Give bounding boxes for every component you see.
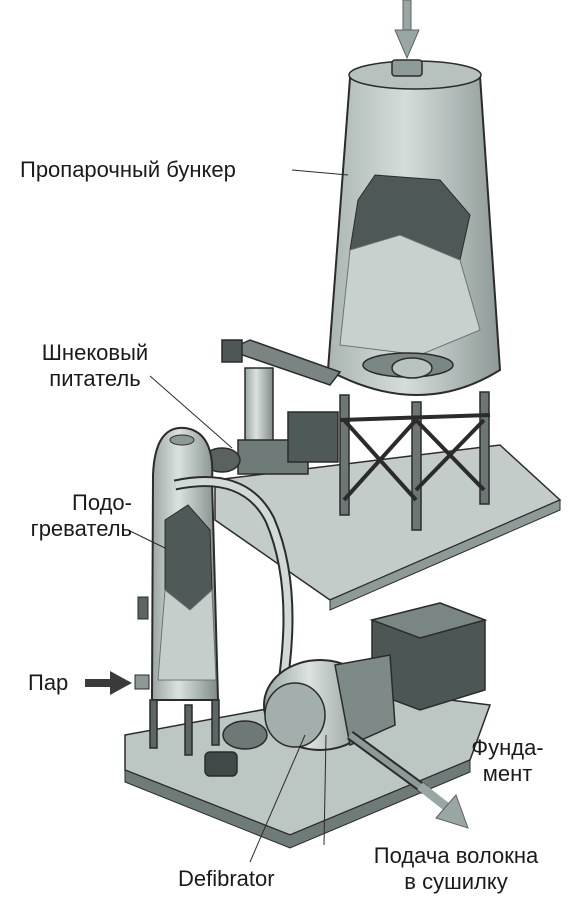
drive-motor xyxy=(369,602,488,711)
preheater-legs xyxy=(149,699,220,756)
bunker-support-frame xyxy=(339,391,491,531)
label-fiber-to-dryer-line2: в сушилку xyxy=(404,869,508,894)
label-fiber-to-dryer: Подача волокна в сушилку xyxy=(350,843,562,895)
label-foundation: Фунда- мент xyxy=(450,735,565,787)
preheater-valve xyxy=(137,596,149,620)
label-preheater-line1: Подо- xyxy=(72,490,132,515)
preheater-top-cap xyxy=(169,434,195,446)
label-screw-feeder-line2: питатель xyxy=(49,366,141,391)
bunker-inner-chips xyxy=(339,234,481,356)
label-steam-text: Пар xyxy=(28,670,69,695)
label-preheater-line2: греватель xyxy=(30,516,132,541)
feeder-column xyxy=(244,367,274,449)
steam-arrow-icon xyxy=(85,671,132,695)
steam-inlet-nozzle xyxy=(134,674,150,690)
label-steaming-bunker: Пропарочный бункер xyxy=(20,157,236,183)
leader-lines xyxy=(129,169,349,863)
bunker-bottom-hub xyxy=(391,357,433,379)
screw-feeder xyxy=(203,411,339,475)
label-foundation-line1: Фунда- xyxy=(471,735,544,760)
inlet-arrow-icon xyxy=(394,0,420,60)
upper-platform-edge xyxy=(329,499,561,611)
label-foundation-line2: мент xyxy=(482,761,533,786)
label-steaming-bunker-text: Пропарочный бункер xyxy=(20,157,236,182)
fiber-outlet-arrow-icon xyxy=(417,782,469,829)
label-fiber-to-dryer-line1: Подача волокна xyxy=(373,843,539,868)
label-screw-feeder: Шнековый питатель xyxy=(20,340,170,392)
label-screw-feeder-line1: Шнековый xyxy=(41,340,149,365)
feeder-motor-top xyxy=(221,339,243,363)
defibrator-unit xyxy=(204,654,396,777)
label-defibrator: Defibrator xyxy=(178,866,275,892)
label-defibrator-text: Defibrator xyxy=(178,866,275,891)
label-preheater: Подо- греватель xyxy=(10,490,132,542)
preheater-inner-chips xyxy=(157,588,217,681)
lower-foundation-edge xyxy=(124,759,471,849)
label-steam: Пар xyxy=(28,670,68,696)
bunker-inlet-flange xyxy=(391,59,423,77)
